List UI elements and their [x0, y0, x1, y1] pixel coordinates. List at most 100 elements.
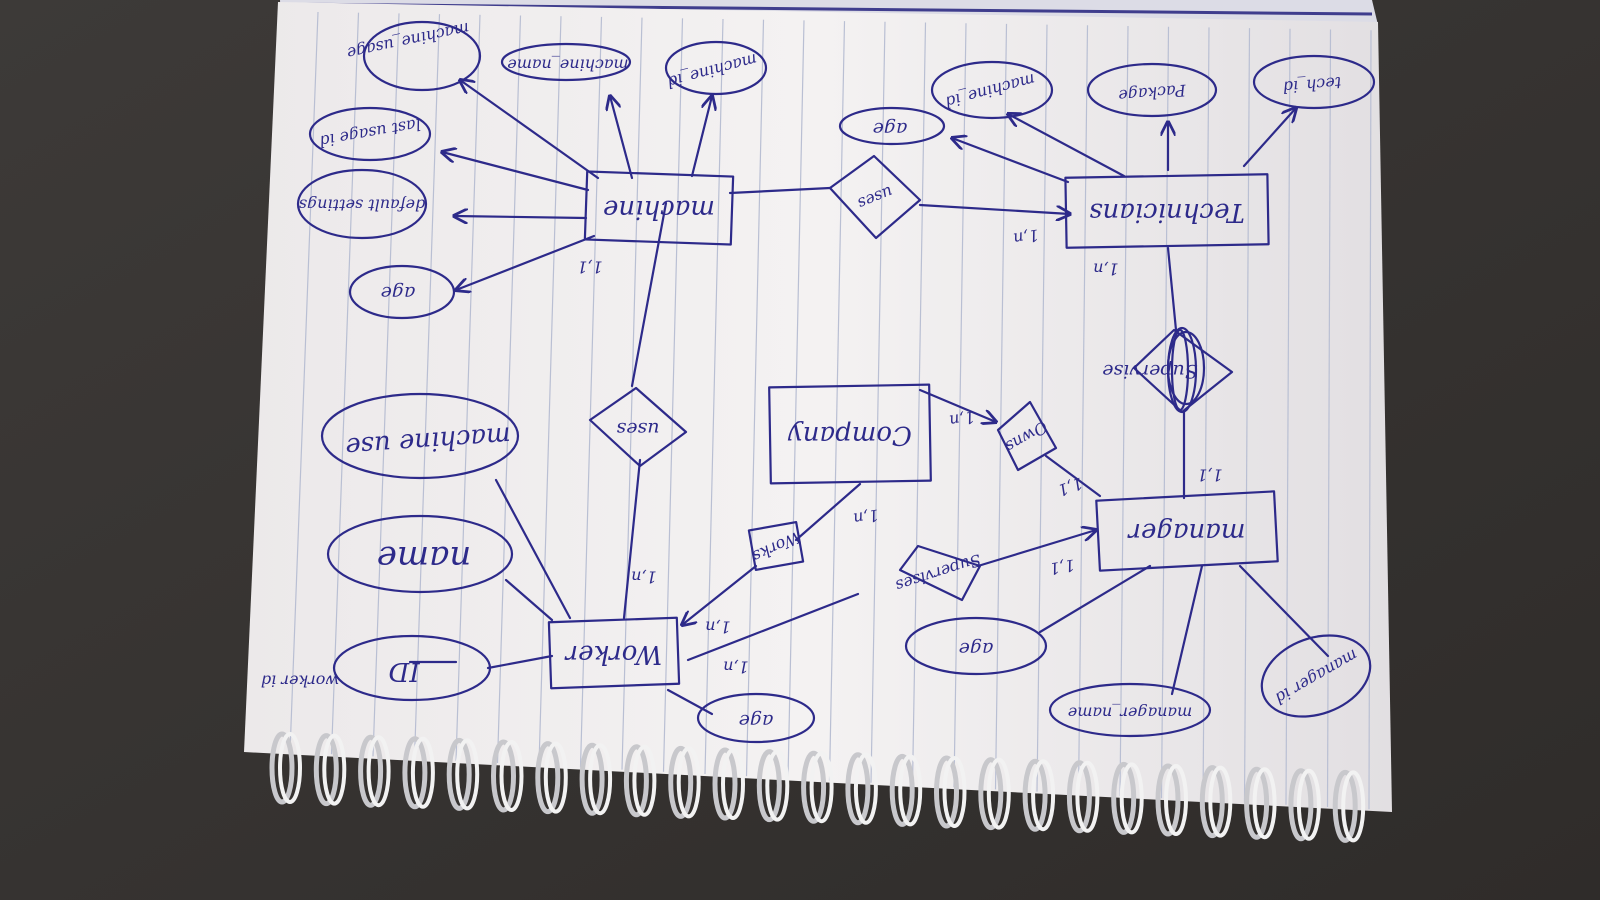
- attribute-default-settings[interactable]: default settings: [296, 168, 428, 240]
- ruled-line: [787, 20, 805, 779]
- spiral-ring: [1022, 758, 1056, 832]
- attribute-machine-name-label: machine_name: [507, 56, 628, 75]
- attribute-age-machine[interactable]: age: [348, 264, 456, 320]
- card-worker-supervises: 1,n: [723, 658, 749, 677]
- attribute-age-tech-label: age: [873, 118, 908, 140]
- ruled-line: [1119, 25, 1129, 797]
- spiral-ring: [1111, 761, 1144, 835]
- ruled-line: [579, 16, 603, 768]
- ruled-lines: [289, 11, 1372, 810]
- notebook-page: [244, 2, 1392, 812]
- connector-lines: [442, 80, 1330, 716]
- spiral-ring: [402, 736, 435, 810]
- spiral-ring: [1066, 760, 1100, 834]
- spiral-ring: [934, 755, 967, 829]
- spiral-ring: [623, 744, 657, 818]
- spiral-ring: [801, 750, 834, 824]
- ruled-line: [1368, 30, 1372, 810]
- attribute-age-worker[interactable]: age: [696, 692, 816, 744]
- attribute-age-manager-label: age: [959, 638, 994, 660]
- spiral-ring: [358, 734, 391, 808]
- er-diagram: machine Technicians Company Worker manag…: [261, 19, 1376, 744]
- ruled-line: [413, 14, 441, 759]
- ruled-line: [1285, 28, 1291, 805]
- ruled-line: [289, 11, 319, 753]
- ruled-line: [911, 22, 927, 786]
- ruled-line: [994, 23, 1008, 790]
- spiral-ring: [313, 733, 347, 807]
- card-manager-supervises: 1,1: [1048, 555, 1076, 578]
- entity-company[interactable]: Company: [768, 383, 932, 485]
- spiral-ring: [269, 731, 302, 805]
- spiral-ring: [446, 737, 480, 811]
- spiral-ring: [535, 741, 568, 815]
- attribute-default-settings-label: default settings: [299, 196, 426, 215]
- entity-worker-label: Worker: [564, 639, 662, 669]
- ruled-line: [870, 21, 886, 783]
- attribute-name[interactable]: name: [326, 514, 514, 594]
- card-manager-supervise: 1,1: [1197, 466, 1222, 485]
- ruled-line: [496, 15, 522, 764]
- spiral-ring: [1332, 769, 1366, 843]
- spiral-ring: [668, 745, 701, 819]
- entity-technicians[interactable]: Technicians: [1064, 173, 1270, 249]
- spiral-ring: [1155, 763, 1188, 837]
- attribute-manager-name-label: manager_name: [1068, 704, 1192, 723]
- spiral-ring: [845, 752, 878, 826]
- ruled-line: [953, 23, 967, 788]
- spiral-binding: [269, 731, 1366, 843]
- ruled-line: [662, 18, 684, 772]
- ruled-line: [1036, 24, 1048, 792]
- attribute-age-machine-label: age: [381, 282, 416, 304]
- entity-manager-label: manager: [1127, 517, 1245, 547]
- attribute-tech-id[interactable]: tech_id: [1252, 54, 1376, 110]
- spiral-ring: [756, 749, 790, 823]
- card-company-owns: 1,n: [948, 407, 976, 430]
- ruled-line: [1077, 25, 1089, 794]
- spiral-ring: [712, 747, 745, 821]
- attribute-age-worker-label: age: [739, 710, 774, 732]
- card-worker-uses: 1,n: [631, 568, 657, 587]
- entity-technicians-label: Technicians: [1089, 197, 1245, 227]
- ruled-line: [1326, 29, 1332, 808]
- relationship-uses-worker[interactable]: uses: [588, 386, 688, 468]
- spiral-ring: [491, 739, 524, 813]
- card-worker-works: 1,n: [705, 618, 731, 637]
- card-tech-side: 1,n: [1012, 225, 1040, 248]
- attribute-worker-id-label: ID: [388, 656, 420, 686]
- ruled-line: [828, 21, 846, 781]
- ruled-line: [330, 12, 360, 755]
- attribute-age-manager[interactable]: age: [904, 616, 1048, 676]
- cardinality-labels: 1,1 1,n 1,n 1,1 1,n 1,1 1,n 1,n 1,n 1,1 …: [577, 225, 1222, 676]
- relationship-supervise-label: Supervise: [1102, 360, 1198, 382]
- spiral-ring: [1199, 765, 1233, 839]
- relationship-uses-worker-label: uses: [616, 418, 659, 440]
- ruled-line: [372, 13, 400, 757]
- relationship-supervise[interactable]: Supervise: [1102, 326, 1234, 414]
- attribute-manager-name[interactable]: manager_name: [1048, 682, 1212, 738]
- ruled-line: [1202, 27, 1210, 801]
- ruled-line: [621, 17, 643, 770]
- ruled-line: [455, 14, 481, 761]
- card-machine-side: 1,1: [577, 258, 602, 277]
- spiral-ring: [889, 753, 923, 827]
- spiral-ring: [978, 757, 1011, 831]
- ruled-line: [704, 18, 724, 775]
- attribute-worker-id[interactable]: ID: [332, 634, 492, 702]
- attribute-machine-name[interactable]: machine_name: [500, 42, 632, 82]
- ruled-line: [538, 16, 562, 766]
- entity-manager[interactable]: manager: [1095, 490, 1279, 572]
- entity-machine[interactable]: machine: [583, 170, 735, 246]
- card-company-works: 1,n: [852, 505, 880, 528]
- spiral-ring: [1244, 766, 1277, 840]
- spiral-ring: [1288, 768, 1321, 842]
- entity-worker[interactable]: Worker: [547, 616, 681, 690]
- attribute-name-label: name: [377, 538, 472, 578]
- attribute-age-tech[interactable]: age: [838, 106, 946, 146]
- card-tech-supervise: 1,n: [1093, 260, 1119, 279]
- ruled-line: [1243, 28, 1251, 803]
- ruled-line: [745, 19, 765, 777]
- entity-company-label: Company: [788, 420, 912, 450]
- worker-id-margin-note: worker id: [261, 672, 339, 691]
